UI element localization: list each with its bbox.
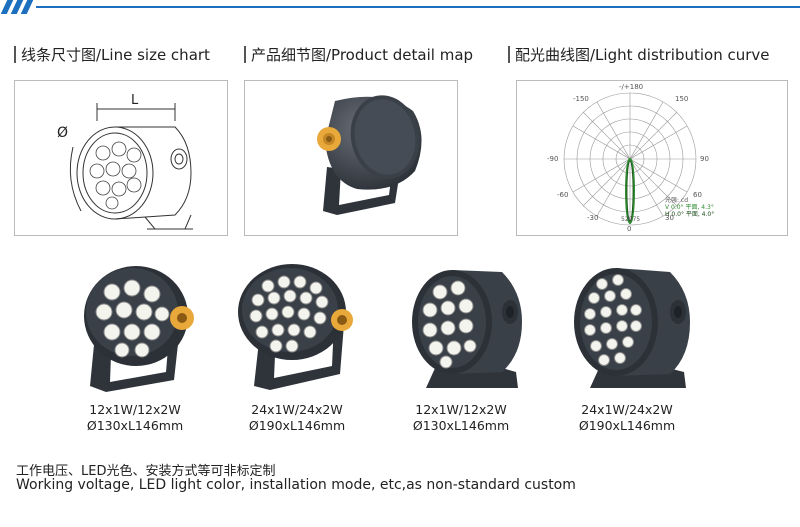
heading-product-detail: 产品细节图/Product detail map [244, 44, 473, 65]
heading-line-size: 线条尺寸图/Line size chart [14, 44, 210, 65]
product-image-2 [228, 262, 368, 400]
product-image-3 [406, 262, 526, 400]
tick-upper-left: -150 [573, 95, 589, 103]
product-spec: 24x1W/24x2W [581, 402, 673, 417]
tick-bottom-right: 30 [665, 214, 674, 222]
tick-upper-right: 150 [675, 95, 689, 103]
polar-legend: 光强: cd V 0.0° 平面, 4.3° H 0.0° 平面, 4.0° [665, 197, 715, 218]
product-detail-panel [244, 80, 458, 236]
tick-bottom: 0 [627, 225, 632, 233]
line-size-chart-panel: L Ø [14, 80, 228, 236]
light-distribution-panel: -/+180 -150 150 -90 90 -60 60 -30 30 0 5… [516, 80, 788, 236]
product-size: Ø190xL146mm [578, 418, 676, 433]
tick-left-mid: -90 [547, 155, 559, 163]
custom-note-chinese: 工作电压、LED光色、安装方式等可非标定制 [16, 464, 276, 479]
tick-bottom-left: -30 [587, 214, 599, 222]
custom-note-english: Working voltage, LED light color, instal… [16, 477, 576, 493]
length-label: L [131, 93, 139, 108]
line-drawing [69, 103, 193, 230]
product-detail-image [317, 95, 422, 215]
product-size: Ø130xL146mm [86, 418, 184, 433]
product-caption-3: 12x1W/12x2W Ø130xL146mm [386, 402, 536, 434]
product-caption-2: 24x1W/24x2W Ø190xL146mm [222, 402, 372, 434]
heading-light-distribution: 配光曲线图/Light distribution curve [508, 44, 770, 65]
tick-lower-right: 60 [693, 191, 702, 199]
tick-lower-left: -60 [557, 191, 569, 199]
center-value: 52075 [621, 216, 641, 223]
product-size: Ø130xL146mm [412, 418, 510, 433]
diameter-label: Ø [57, 125, 69, 141]
tick-right-mid: 90 [700, 155, 709, 163]
product-caption-4: 24x1W/24x2W Ø190xL146mm [552, 402, 702, 434]
polar-chart [563, 92, 697, 226]
product-image-4 [566, 262, 696, 400]
header-decoration [0, 0, 800, 14]
product-spec: 24x1W/24x2W [251, 402, 343, 417]
product-image-1 [70, 262, 200, 400]
product-spec: 12x1W/12x2W [89, 402, 181, 417]
tick-top: -/+180 [619, 83, 644, 91]
product-size: Ø190xL146mm [248, 418, 346, 433]
product-spec: 12x1W/12x2W [415, 402, 507, 417]
product-caption-1: 12x1W/12x2W Ø130xL146mm [60, 402, 210, 434]
